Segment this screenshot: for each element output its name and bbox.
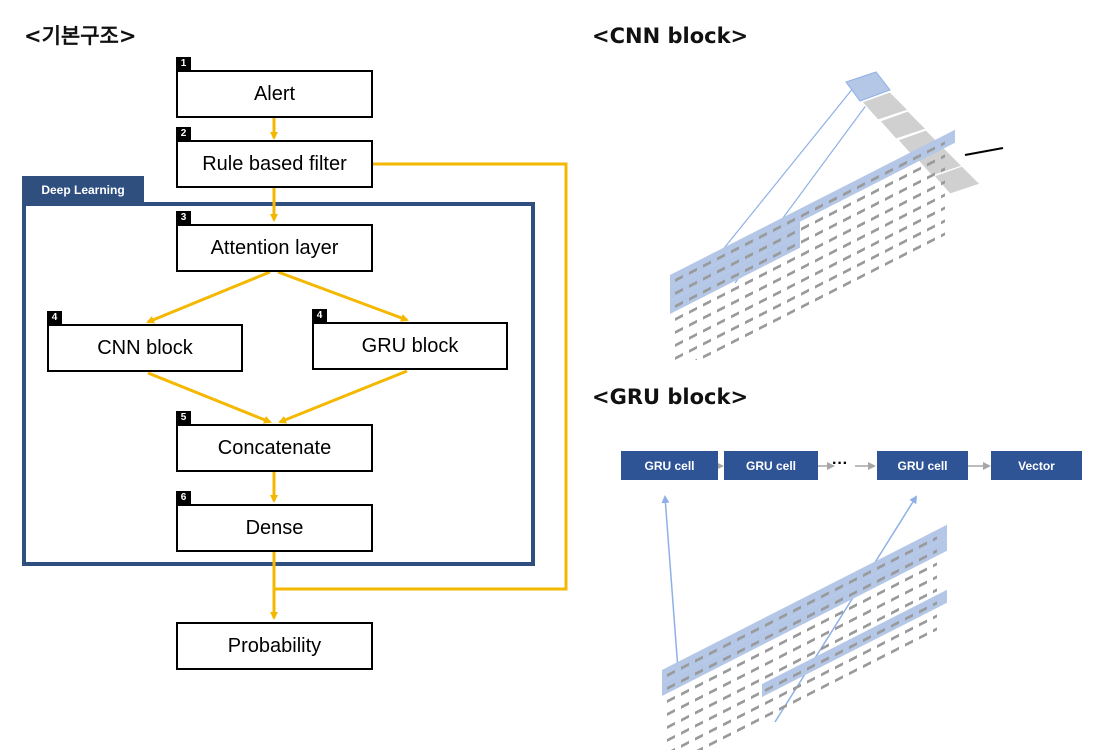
arrow-gru-to-concat [278,369,408,424]
arrow-attention-to-gru [277,270,409,322]
basic-structure-title: <기본구조> [24,24,137,48]
cnn-block-box: CNN block [47,324,243,372]
cnn-pointer-1 [699,81,859,279]
arrow-cnn-to-concat [147,371,272,424]
step-badge-3: 3 [176,211,191,224]
gru-cell-2: GRU cell [724,451,818,480]
rule-based-filter-box: Rule based filter [176,140,373,188]
step-badge-6: 6 [176,491,191,504]
step-badge-4-cnn: 4 [47,311,62,324]
gru-ellipsis: ··· [832,455,848,472]
gru-spreadsheet-image [662,524,947,750]
alert-box: Alert [176,70,373,118]
vector-box: Vector [991,451,1082,480]
deep-learning-label: Deep Learning [22,176,144,204]
cnn-kernel-strip [845,71,1004,195]
bypass-line [274,162,568,591]
probability-box: Probability [176,622,373,670]
cnn-block-title: <CNN block> [592,24,749,48]
step-badge-4-gru: 4 [312,309,327,322]
gru-pointer-1 [661,495,680,684]
gru-cell-1: GRU cell [621,451,718,480]
gru-cell-3: GRU cell [877,451,968,480]
concatenate-box: Concatenate [176,424,373,472]
step-badge-5: 5 [176,411,191,424]
arrow-attention-to-cnn [146,270,271,324]
gru-block-title: <GRU block> [592,385,749,409]
gru-pointer-2 [774,495,918,723]
deep-learning-frame [22,202,535,566]
dense-box: Dense [176,504,373,552]
step-badge-1: 1 [176,57,191,70]
step-badge-2: 2 [176,127,191,140]
cnn-spreadsheet-image [670,129,955,360]
gru-block-box: GRU block [312,322,508,370]
attention-layer-box: Attention layer [176,224,373,272]
